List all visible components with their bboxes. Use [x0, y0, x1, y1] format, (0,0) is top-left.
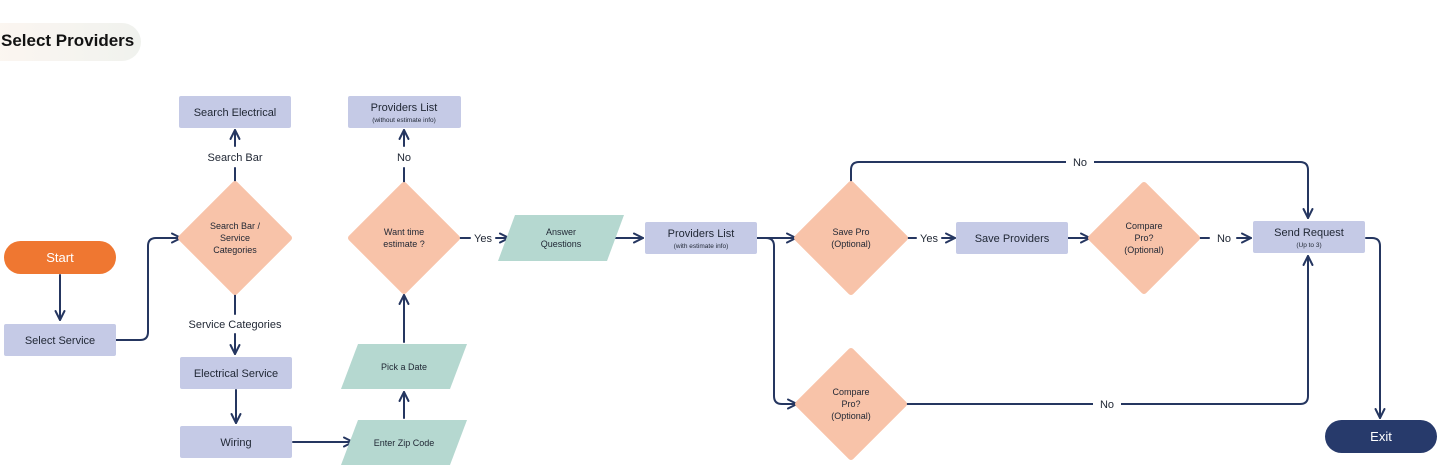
wiring-node: Wiring — [180, 426, 292, 458]
edge-label-search-bar: Search Bar — [207, 152, 262, 164]
page-title: Select Providers — [1, 31, 135, 50]
providers-list-estimate-subtitle: (with estimate info) — [674, 243, 729, 250]
enter-zip-label: Enter Zip Code — [374, 438, 435, 448]
edge-list-to-compare-bottom — [756, 237, 798, 410]
time-estimate-decision: Want time estimate ? — [348, 182, 460, 294]
edge-label-estimate-yes: Yes — [474, 233, 492, 245]
edge-label-save-pro-no: No — [1073, 157, 1087, 169]
compare-top-line-1: Compare — [1125, 221, 1162, 231]
save-pro-decision: Save Pro (Optional) — [794, 181, 908, 295]
providers-list-estimate-title: Providers List — [668, 228, 735, 240]
start-label: Start — [46, 250, 74, 265]
providers-list-no-estimate-title: Providers List — [371, 102, 438, 114]
search-electrical-node: Search Electrical — [179, 96, 291, 128]
page-title-pill — [0, 23, 141, 61]
providers-list-no-estimate-node: Providers List (without estimate info) — [348, 96, 461, 128]
select-service-label: Select Service — [25, 335, 95, 347]
exit-label: Exit — [1370, 429, 1392, 444]
electrical-service-node: Electrical Service — [180, 357, 292, 389]
save-providers-node: Save Providers — [956, 222, 1068, 254]
label-bg — [1066, 154, 1094, 170]
send-request-title: Send Request — [1274, 227, 1344, 239]
edge-label-estimate-no: No — [397, 152, 411, 164]
edge-save-pro-no — [850, 161, 1314, 219]
edge-label-service-categories: Service Categories — [189, 319, 282, 331]
time-estimate-line-1: Want time — [384, 227, 424, 237]
save-pro-line-1: Save Pro — [832, 227, 869, 237]
edge-select-service-to-decision — [115, 232, 182, 341]
answer-questions-line-1: Answer — [546, 227, 576, 237]
save-providers-label: Save Providers — [975, 233, 1050, 245]
compare-pro-top-decision: Compare Pro? (Optional) — [1088, 182, 1200, 294]
compare-bottom-line-1: Compare — [832, 387, 869, 397]
electrical-service-label: Electrical Service — [194, 368, 278, 380]
edge-label-compare-top-no: No — [1217, 233, 1231, 245]
pick-date-io: Pick a Date — [341, 344, 467, 389]
send-request-node: Send Request (Up to 3) — [1253, 221, 1365, 253]
start-terminal: Start — [4, 241, 116, 274]
exit-terminal: Exit — [1325, 420, 1437, 453]
edge-label-save-yes: Yes — [920, 233, 938, 245]
select-service-node: Select Service — [4, 324, 116, 356]
providers-list-estimate-node: Providers List (with estimate info) — [645, 222, 757, 254]
answer-questions-line-2: Questions — [541, 239, 582, 249]
answer-questions-io: Answer Questions — [498, 215, 624, 261]
providers-list-no-estimate-subtitle: (without estimate info) — [372, 117, 436, 124]
enter-zip-io: Enter Zip Code — [341, 420, 467, 465]
save-pro-line-2: (Optional) — [831, 239, 871, 249]
pick-date-label: Pick a Date — [381, 362, 427, 372]
search-category-line-1: Search Bar / — [210, 221, 261, 231]
search-category-line-3: Categories — [213, 245, 257, 255]
compare-bottom-line-2: Pro? — [841, 399, 860, 409]
label-bg — [1093, 396, 1121, 412]
search-category-line-2: Service — [220, 233, 250, 243]
compare-bottom-line-3: (Optional) — [831, 411, 871, 421]
edge-label-compare-bottom-no: No — [1100, 399, 1114, 411]
search-electrical-label: Search Electrical — [194, 107, 277, 119]
edge-send-request-to-exit — [1365, 237, 1386, 419]
send-request-subtitle: (Up to 3) — [1296, 242, 1321, 249]
compare-top-line-3: (Optional) — [1124, 245, 1164, 255]
search-category-decision: Search Bar / Service Categories — [178, 181, 292, 295]
compare-top-line-2: Pro? — [1134, 233, 1153, 243]
compare-pro-bottom-decision: Compare Pro? (Optional) — [795, 348, 907, 460]
wiring-label: Wiring — [220, 437, 251, 449]
edge-compare-bottom-no — [903, 255, 1314, 405]
time-estimate-line-2: estimate ? — [383, 239, 425, 249]
